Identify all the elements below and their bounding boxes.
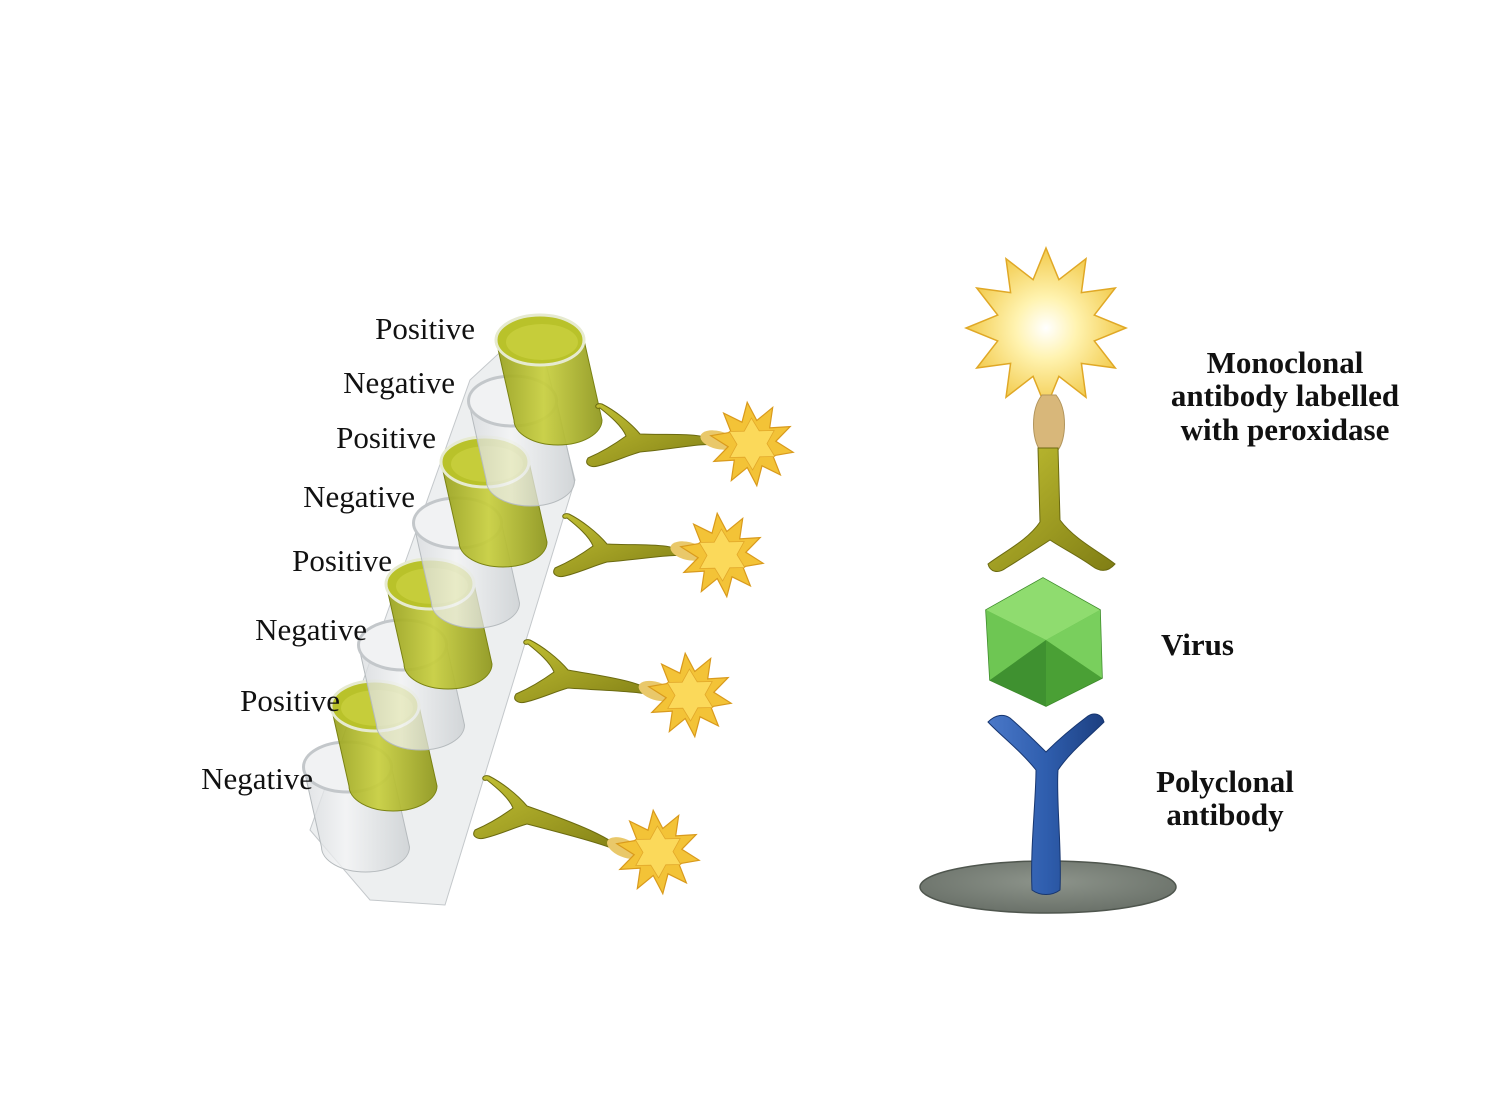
monoclonal-enzyme-star — [964, 246, 1128, 410]
monoclonal-label-line3: with peroxidase — [1180, 411, 1390, 447]
green-y-antibody-icon — [553, 513, 693, 577]
well-label-8: Negative — [201, 761, 313, 796]
monoclonal-antibody — [987, 394, 1116, 572]
virus-particle — [985, 577, 1103, 707]
well-label-7: Positive — [240, 683, 340, 718]
green-y-antibody-icon — [987, 447, 1116, 572]
star-inner-icon — [666, 668, 714, 722]
polyclonal-label-line2: antibody — [1166, 797, 1284, 833]
green-y-antibody-icon — [586, 403, 723, 467]
well-strip — [302, 313, 603, 873]
well-label-2: Negative — [343, 365, 455, 400]
blue-y-antibody-icon — [987, 713, 1105, 895]
well-liquid — [506, 324, 578, 360]
star-inner-icon — [634, 825, 682, 879]
well-label-1: Positive — [375, 311, 475, 346]
well-label-6: Negative — [255, 612, 367, 647]
polyclonal-label: Polyclonal antibody — [1130, 765, 1320, 832]
polyclonal-label-line1: Polyclonal — [1156, 764, 1294, 799]
well-1-positive — [494, 313, 603, 446]
well-label-3: Positive — [336, 420, 436, 455]
star-inner-icon — [728, 417, 776, 471]
peroxidase-link-icon — [1033, 394, 1065, 451]
green-y-antibody-icon — [473, 775, 629, 857]
star-inner-icon — [698, 528, 746, 582]
monoclonal-label-line1: Monoclonal — [1206, 345, 1364, 380]
cylinder-well-icon — [495, 339, 603, 446]
well-label-4: Negative — [303, 479, 415, 514]
labeled-antibody-1 — [586, 400, 795, 488]
polyclonal-antibody — [919, 713, 1177, 914]
peroxidase-star-icon — [964, 246, 1128, 410]
monoclonal-label: Monoclonal antibody labelled with peroxi… — [1140, 345, 1430, 447]
labeled-antibody-3 — [514, 639, 733, 739]
virus-label: Virus — [1140, 627, 1255, 662]
labeled-antibody-4 — [473, 775, 701, 896]
green-y-antibody-icon — [514, 639, 661, 703]
well-label-5: Positive — [292, 543, 392, 578]
monoclonal-label-line2: antibody labelled — [1170, 378, 1400, 414]
labeled-antibody-2 — [553, 511, 765, 599]
detection-complexes — [473, 400, 795, 896]
virus-label-text: Virus — [1161, 627, 1234, 662]
